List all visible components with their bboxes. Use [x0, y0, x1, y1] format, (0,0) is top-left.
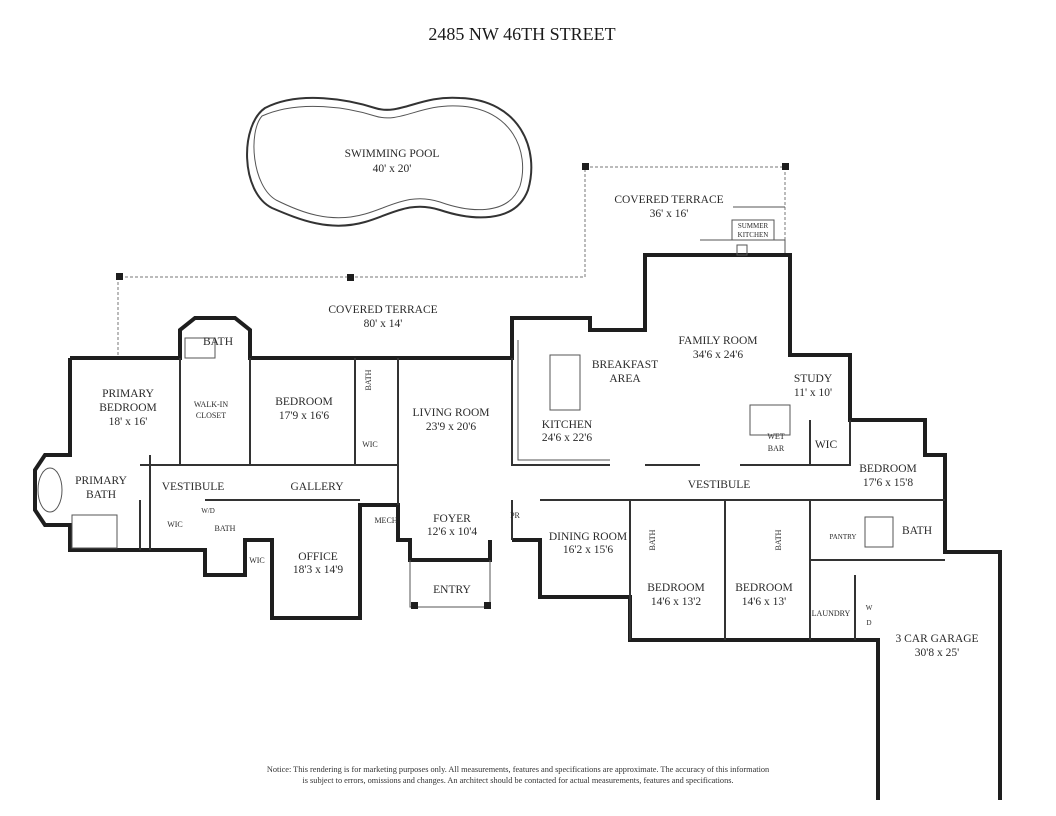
room-name: COVERED TERRACE	[328, 304, 437, 316]
room-dims: 24'6 x 22'6	[542, 432, 592, 444]
room-dims: 18'3 x 14'9	[293, 564, 343, 576]
room-name: ENTRY	[433, 584, 471, 596]
exterior-wall	[33, 358, 492, 620]
room-name: PR	[510, 511, 520, 520]
room-name: 3 CAR GARAGE	[895, 633, 978, 645]
room-dims: 34'6 x 24'6	[693, 349, 743, 361]
room-name: LAUNDRY	[812, 609, 851, 618]
room-name: STUDY	[794, 373, 833, 385]
pillar	[782, 163, 789, 170]
room-name: PRIMARY	[102, 388, 154, 400]
room-name: PANTRY	[830, 533, 857, 541]
room-name: BEDROOM	[735, 582, 793, 594]
shower	[71, 514, 118, 549]
pillar	[116, 273, 123, 280]
room-name: BREAKFAST	[592, 359, 658, 371]
terrace-outline	[117, 166, 786, 355]
room-name: COVERED TERRACE	[614, 194, 723, 206]
room-dims: 17'6 x 15'8	[863, 477, 913, 489]
page-title: 2485 NW 46TH STREET	[428, 24, 615, 44]
room-dims: 12'6 x 10'4	[427, 526, 477, 538]
room-dims: 40' x 20'	[373, 163, 412, 175]
room-name: VESTIBULE	[688, 479, 751, 491]
washer-label: W	[866, 604, 873, 612]
room-name: WALK-IN	[194, 400, 228, 409]
room-dims: 80' x 14'	[364, 318, 403, 330]
room-name: W/D	[201, 507, 215, 515]
pillar	[582, 163, 589, 170]
room-name: WIC	[249, 556, 265, 565]
room-name: BATH	[902, 525, 932, 537]
room-name: BATH	[215, 524, 236, 533]
notice-line-1: Notice: This rendering is for marketing …	[267, 765, 770, 774]
fireplace	[736, 244, 748, 256]
room-name: GALLERY	[290, 481, 344, 493]
room-name: BEDROOM	[859, 463, 917, 475]
room-name: VESTIBULE	[162, 481, 225, 493]
kitchen-counter	[517, 340, 610, 461]
room-name: PRIMARY	[75, 475, 127, 487]
room-name: SUMMER	[738, 222, 769, 230]
room-name: WIC	[815, 439, 838, 451]
room-dims: 14'6 x 13'	[742, 596, 786, 608]
summer-kitchen-counter	[700, 206, 786, 255]
room-dims: 18' x 16'	[109, 416, 148, 428]
room-name: CLOSET	[196, 411, 226, 420]
room-name: MECH	[374, 516, 397, 525]
room-name: BATH	[364, 369, 373, 390]
pillar	[347, 274, 354, 281]
kitchen-island	[549, 354, 581, 411]
room-name: WIC	[167, 520, 183, 529]
room-dims: 30'8 x 25'	[915, 647, 959, 659]
room-name: BAR	[768, 444, 785, 453]
room-dims: 14'6 x 13'2	[651, 596, 701, 608]
pillar	[411, 602, 418, 609]
bathtub	[37, 467, 63, 513]
room-name: BATH	[86, 489, 116, 501]
room-name: FOYER	[433, 513, 471, 525]
room-name: LIVING ROOM	[413, 407, 490, 419]
room-dims: 11' x 10'	[794, 387, 832, 399]
swimming-pool-outline	[246, 96, 533, 227]
dryer-label: D	[866, 619, 871, 627]
room-dims: 23'9 x 20'6	[426, 421, 476, 433]
room-name: OFFICE	[298, 551, 338, 563]
room-name: AREA	[609, 373, 641, 385]
room-name: BATH	[774, 529, 783, 550]
exterior-wall	[70, 253, 1002, 800]
room-name: WIC	[362, 440, 378, 449]
room-name: BATH	[648, 529, 657, 550]
room-name: DINING ROOM	[549, 531, 627, 543]
entry-porch	[409, 560, 491, 608]
room-name: BEDROOM	[647, 582, 705, 594]
room-name: BATH	[203, 336, 233, 348]
room-name: BEDROOM	[275, 396, 333, 408]
room-dims: 17'9 x 16'6	[279, 410, 329, 422]
room-name: FAMILY ROOM	[678, 335, 757, 347]
pillar	[484, 602, 491, 609]
notice-line-2: is subject to errors, omissions and chan…	[302, 776, 733, 785]
shower	[184, 337, 216, 359]
room-name: KITCHEN	[738, 231, 769, 239]
room-name: KITCHEN	[542, 419, 593, 431]
exterior-wall	[512, 538, 880, 800]
room-dims: 16'2 x 15'6	[563, 544, 613, 556]
pool-coping	[253, 105, 524, 219]
room-name: SWIMMING POOL	[345, 148, 440, 160]
interior-wall	[139, 358, 945, 640]
room-name: WET	[767, 432, 784, 441]
wet-bar-counter	[749, 404, 791, 436]
shower	[864, 516, 894, 548]
room-dims: 36' x 16'	[650, 208, 689, 220]
room-name: BEDROOM	[99, 402, 157, 414]
